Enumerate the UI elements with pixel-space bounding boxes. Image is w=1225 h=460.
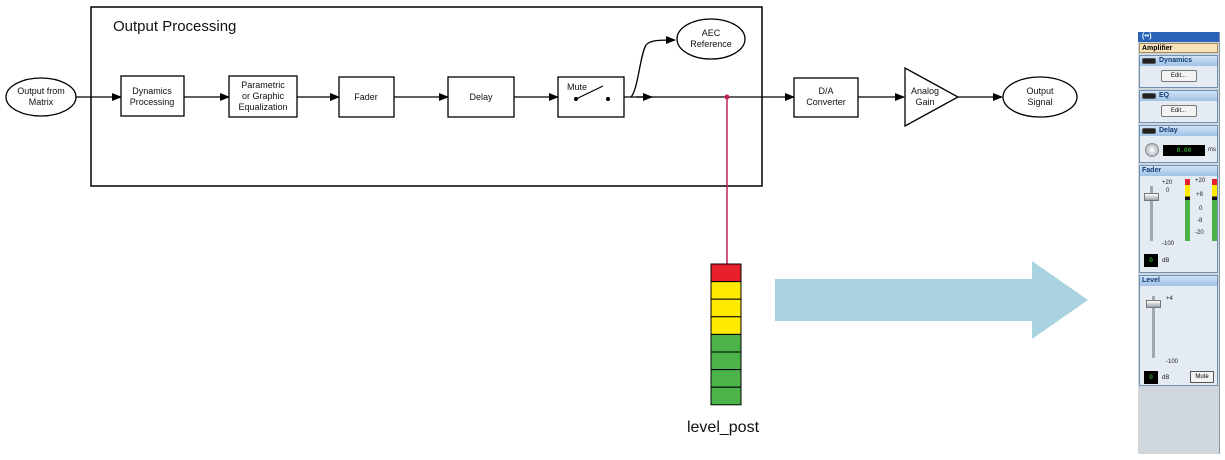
level-scale-top: +4 xyxy=(1166,296,1173,302)
meter-tap-point xyxy=(724,94,730,100)
fader-meter-tick-3: 0 xyxy=(1199,206,1203,212)
fader-meter-tick-4: -8 xyxy=(1197,218,1203,224)
dynamics-edit-button[interactable]: Edit... xyxy=(1160,70,1197,82)
fader-meter-tick-5: -20 xyxy=(1195,230,1204,236)
meter-label: level_post xyxy=(687,419,760,436)
mute-switch-blade xyxy=(575,85,604,100)
delay-section: Delay 0.00 ms xyxy=(1139,125,1218,163)
fader-meter-tick-2: +8 xyxy=(1196,192,1203,198)
meter-segment xyxy=(710,351,742,371)
fader-handle[interactable] xyxy=(1144,193,1159,201)
eq-section: EQ Edit... xyxy=(1139,90,1218,123)
dynamics-section-label: Dynamics xyxy=(1159,57,1193,64)
arrow-aec-branch xyxy=(630,36,676,98)
meter-segment xyxy=(710,298,742,318)
eq-block xyxy=(228,75,298,118)
fader-section-label: Fader xyxy=(1142,167,1162,174)
fader-scale-bottom: -100 xyxy=(1162,241,1175,247)
dynamics-toggle[interactable] xyxy=(1142,58,1156,64)
panel-header-icon: (••) xyxy=(1138,32,1219,42)
eq-edit-button[interactable]: Edit... xyxy=(1160,105,1197,117)
fader-meter-right xyxy=(1212,179,1217,241)
frame-title: Output Processing xyxy=(113,18,236,35)
delay-value-display[interactable]: 0.00 xyxy=(1163,145,1205,156)
aec-reference-node xyxy=(676,18,746,60)
eq-toggle[interactable] xyxy=(1142,93,1156,99)
eq-label-1: Parametric xyxy=(241,80,285,90)
dynamics-label-2: Processing xyxy=(130,97,175,107)
delay-knob[interactable] xyxy=(1145,143,1159,157)
eq-label-3: Equalization xyxy=(238,102,287,112)
mute-label: Mute xyxy=(567,82,587,92)
output-label-2: Signal xyxy=(1027,97,1052,107)
fader-unit: dB xyxy=(1162,258,1170,264)
delay-block xyxy=(447,76,515,118)
analog-gain-triangle xyxy=(904,66,960,128)
aec-label-2: Reference xyxy=(690,39,732,49)
meter-segment xyxy=(710,281,742,300)
level-track xyxy=(1152,296,1155,358)
level-section-label: Level xyxy=(1142,277,1160,284)
delay-section-label: Delay xyxy=(1159,127,1178,134)
output-signal-node xyxy=(1002,76,1078,118)
delay-toggle[interactable] xyxy=(1142,128,1156,134)
fader-meter-tick-1: +20 xyxy=(1195,178,1206,184)
fader-block xyxy=(338,76,395,118)
delay-label: Delay xyxy=(469,92,493,102)
da-label-2: Converter xyxy=(806,97,846,107)
meter-segment xyxy=(710,333,742,353)
da-label-1: D/A xyxy=(818,86,833,96)
dynamics-label-1: Dynamics xyxy=(132,86,172,96)
input-label-2: Matrix xyxy=(29,97,54,107)
gain-label-1: Analog xyxy=(911,86,939,96)
meter-segment xyxy=(710,316,742,335)
fader-section: Fader +20 0 -100 +20 +8 0 -8 -20 0 dB xyxy=(1139,165,1218,273)
input-label-1: Output from xyxy=(17,86,65,96)
meter-segment xyxy=(710,369,742,388)
level-handle[interactable] xyxy=(1146,300,1161,308)
dynamics-section: Dynamics Edit... xyxy=(1139,55,1218,88)
fader-meter-left xyxy=(1185,179,1190,241)
level-meter xyxy=(710,263,742,406)
da-converter-block xyxy=(793,77,859,118)
meter-segment xyxy=(710,263,742,283)
aec-label-1: AEC xyxy=(702,28,721,38)
dynamics-block xyxy=(120,75,185,117)
mute-block xyxy=(557,76,625,118)
level-unit: dB xyxy=(1162,375,1170,381)
level-scale-bottom: -100 xyxy=(1166,359,1179,365)
fader-scale-zero: 0 xyxy=(1166,188,1170,194)
output-label-1: Output xyxy=(1026,86,1054,96)
level-mute-button[interactable]: Mute xyxy=(1190,371,1214,383)
eq-section-label: EQ xyxy=(1159,92,1170,99)
fader-label: Fader xyxy=(354,92,378,102)
level-section: Level +4 -100 0 dB Mute xyxy=(1139,275,1218,386)
level-value-display[interactable]: 0 xyxy=(1144,371,1158,384)
mute-switch-contact-right xyxy=(606,97,610,101)
fader-value-display[interactable]: 0 xyxy=(1144,254,1158,267)
fader-scale-top: +20 xyxy=(1162,180,1173,186)
eq-label-2: or Graphic xyxy=(242,91,285,101)
gain-label-2: Gain xyxy=(915,97,934,107)
panel-title: Amplifier xyxy=(1139,43,1218,53)
fader-track xyxy=(1150,186,1153,241)
meter-segment xyxy=(710,386,742,406)
amplifier-panel: (••) Amplifier Dynamics Edit... EQ Edit.… xyxy=(1138,32,1220,454)
delay-unit: ms xyxy=(1208,147,1216,153)
large-right-arrow xyxy=(775,261,1088,339)
